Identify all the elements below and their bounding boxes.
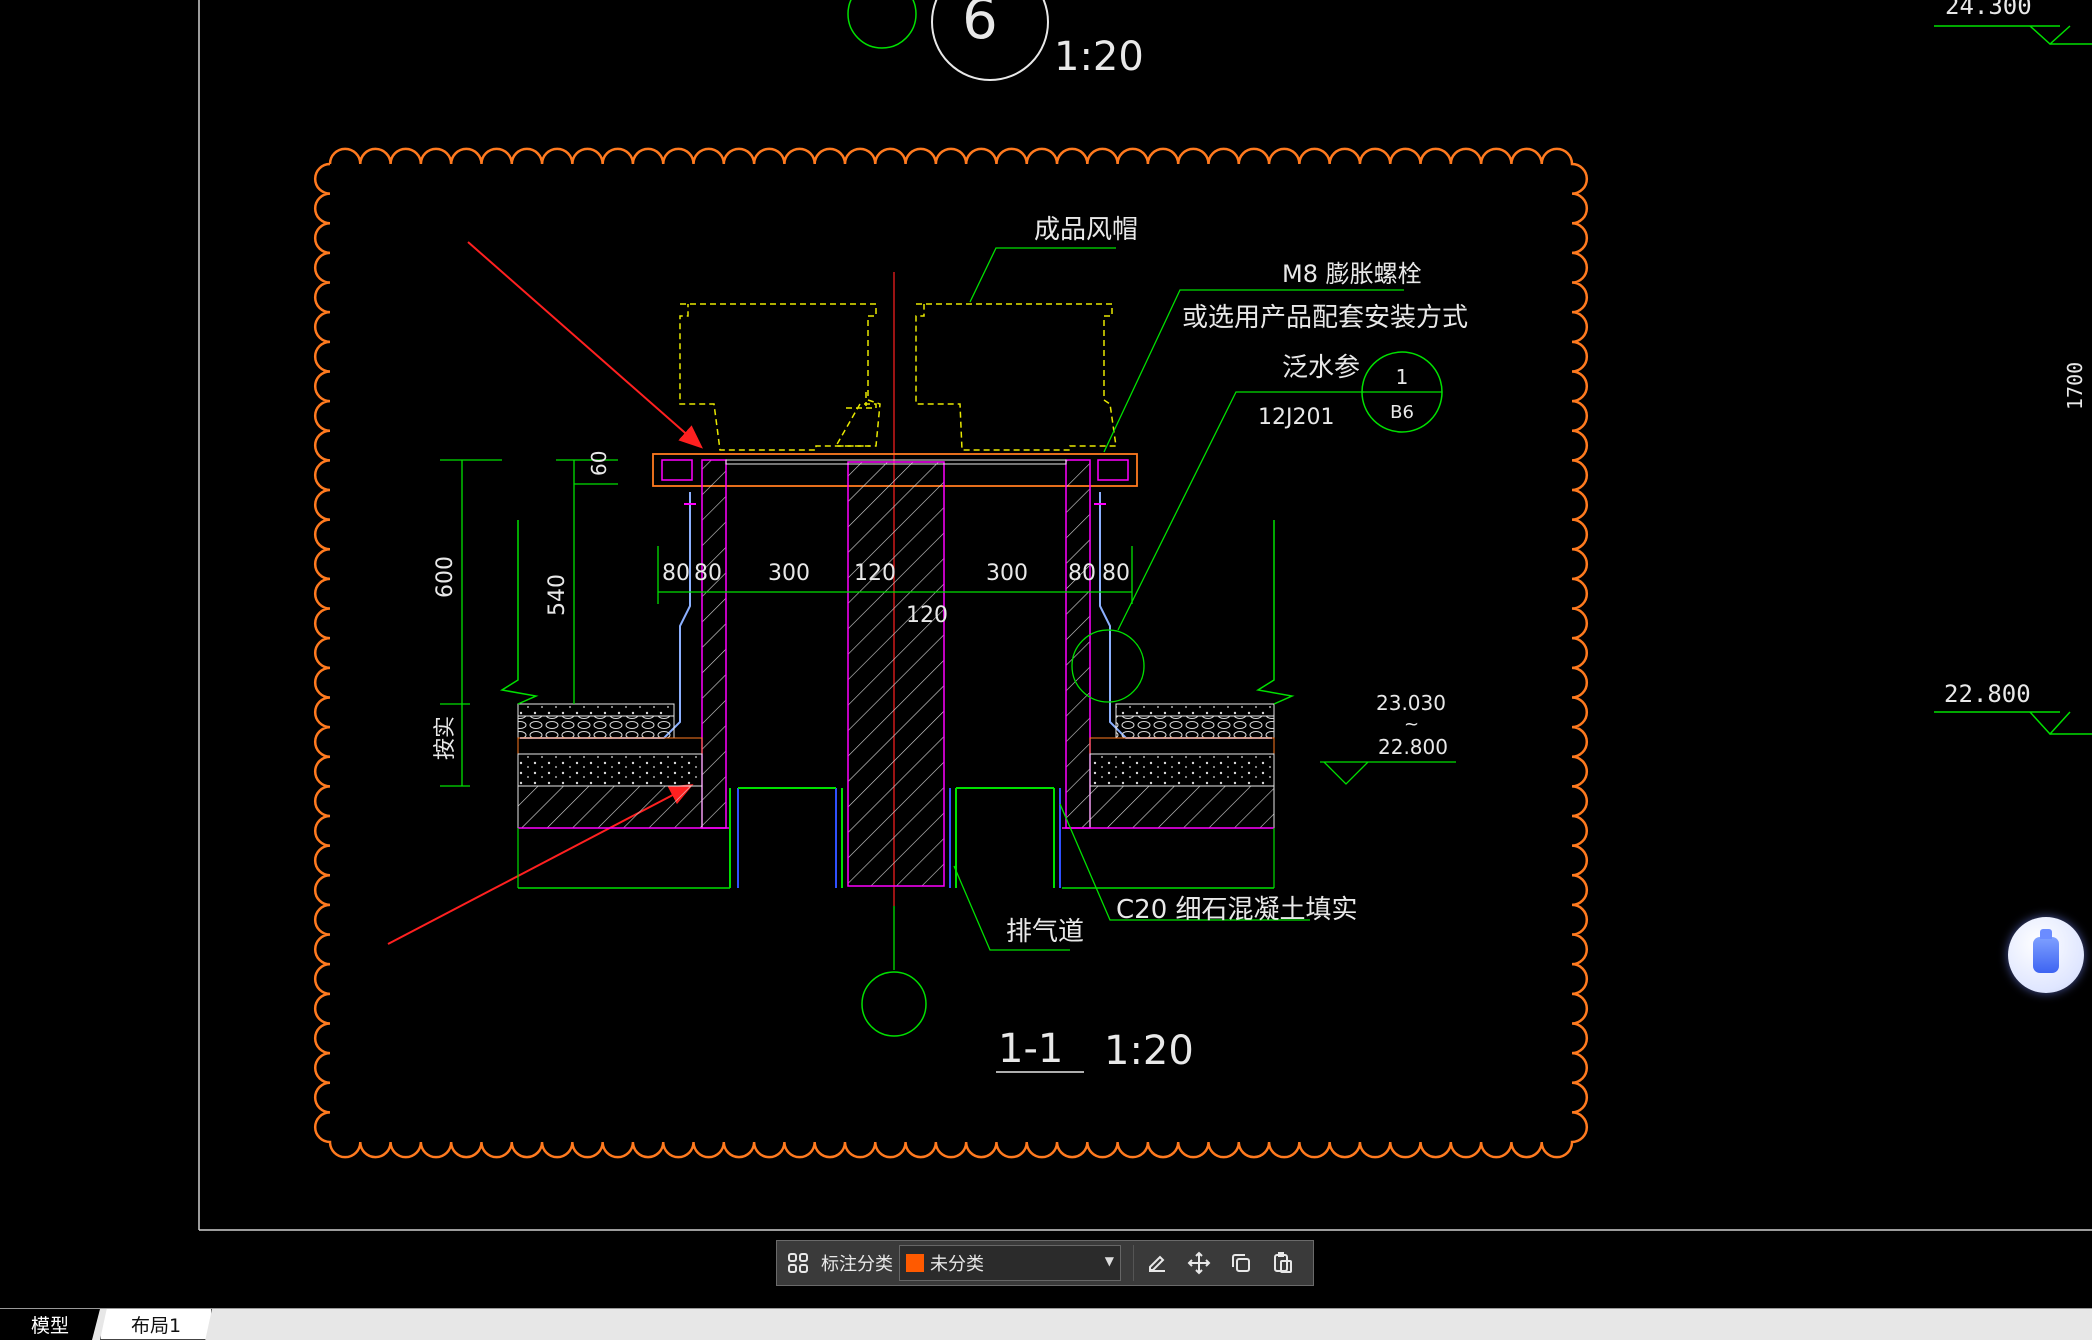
dimension-lines: [440, 459, 1456, 787]
section-scale: 1:20: [1104, 1028, 1194, 1074]
dim-120a: 120: [854, 561, 896, 586]
right-elevation-text: 22.800: [1944, 680, 2031, 708]
toolbar-divider: [1133, 1245, 1134, 1281]
dim-60: 60: [587, 451, 611, 476]
revision-cloud: [314, 147, 1588, 1159]
roof-layers-left: [517, 703, 730, 889]
svg-text:6: 6: [962, 0, 998, 52]
dim-300b: 300: [986, 561, 1028, 586]
dim-var: 按实: [433, 716, 458, 760]
dim-540: 540: [545, 574, 570, 616]
vent-label: 排气道: [1006, 917, 1084, 947]
bolt-label-2: 或选用产品配套安装方式: [1182, 303, 1468, 333]
grid-icon[interactable]: [777, 1241, 819, 1285]
dim-120b: 120: [906, 603, 948, 628]
cad-viewport[interactable]: 6 1:20 24.300 1700 22.800: [0, 0, 2092, 1308]
tab-model[interactable]: 模型: [0, 1309, 100, 1340]
paste-icon[interactable]: [1262, 1241, 1304, 1285]
usb-icon: [2033, 929, 2059, 973]
category-select[interactable]: 未分类 ▼: [899, 1245, 1121, 1281]
dim-80b: 80: [694, 561, 722, 586]
vent-hood: [679, 303, 1117, 451]
break-lines: [499, 520, 1295, 705]
section-bubble: [861, 971, 927, 1037]
elev-upper: 23.030: [1376, 691, 1446, 715]
edit-icon[interactable]: [1136, 1241, 1178, 1285]
leader-lines: [893, 247, 1404, 970]
elev-lower: 22.800: [1378, 735, 1448, 759]
top-scale-text: 1:20: [1054, 34, 1144, 80]
bolt-label-1: M8 膨胀螺栓: [1282, 260, 1422, 288]
flashing-label: 泛水参: [1282, 353, 1360, 383]
hood-label: 成品风帽: [1034, 215, 1138, 245]
move-icon[interactable]: [1178, 1241, 1220, 1285]
category-color-swatch: [906, 1254, 924, 1272]
dim-80c: 80: [1068, 561, 1096, 586]
category-label: 标注分类: [821, 1254, 893, 1275]
dim-300a: 300: [768, 561, 810, 586]
layout-tab-strip: 模型 布局1: [0, 1308, 2092, 1340]
revision-cloud-path: [314, 147, 1588, 1159]
detail-sheet: B6: [1390, 402, 1414, 423]
dim-80d: 80: [1102, 561, 1130, 586]
dim-80a: 80: [662, 561, 690, 586]
annotation-toolbar: 标注分类 未分类 ▼: [776, 1240, 1314, 1286]
shaft-walls: [701, 459, 1091, 887]
detail-bubble: [1361, 351, 1443, 433]
detail-ref-label: 12J201: [1258, 405, 1334, 430]
right-elevation-marks: [1934, 25, 2092, 736]
elev-tilde: ~: [1404, 714, 1419, 735]
detail-num: 1: [1396, 365, 1409, 389]
right-dimension-text: 1700: [2063, 362, 2087, 410]
tab-layout1[interactable]: 布局1: [100, 1309, 212, 1340]
top-elevation-text: 24.300: [1945, 0, 2032, 20]
top-detail-heading: 6 1:20: [847, 0, 1144, 81]
chevron-down-icon: ▼: [1104, 1254, 1114, 1268]
copy-icon[interactable]: [1220, 1241, 1262, 1285]
dim-600: 600: [433, 556, 458, 598]
roof-layers-right: [1062, 703, 1275, 889]
floating-assistant-button[interactable]: [2008, 917, 2084, 993]
section-title: 1-1: [998, 1026, 1063, 1072]
fill-label: C20 细石混凝土填实: [1116, 895, 1358, 925]
category-value: 未分类: [930, 1254, 984, 1275]
drawing-texts: 成品风帽 M8 膨胀螺栓 或选用产品配套安装方式 泛水参 12J201 1 B6…: [433, 215, 1468, 1074]
